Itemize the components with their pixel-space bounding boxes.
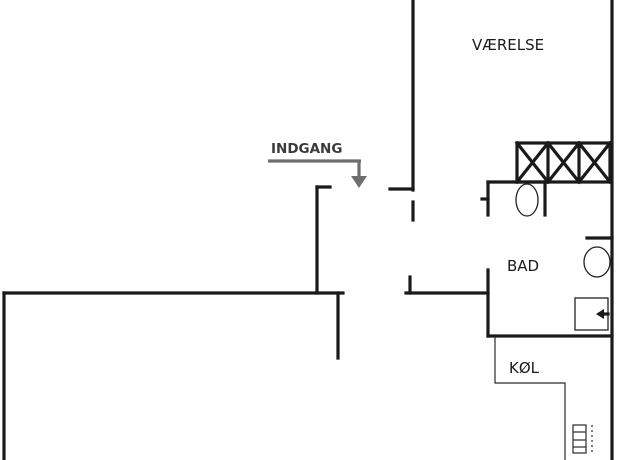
toilet-icon	[515, 183, 539, 217]
window-grille-cross-2b	[545, 140, 582, 185]
window-grille-cross-3b	[576, 140, 613, 185]
bathroom-fixtures	[515, 183, 611, 331]
shower-valve-icon	[596, 309, 604, 319]
main-room-walls	[2, 291, 345, 460]
entrance-walls	[315, 185, 490, 295]
kitchen-outline	[494, 336, 593, 460]
arrow-down-icon	[351, 176, 367, 188]
bedroom-walls	[388, 0, 614, 460]
bathroom-walls	[480, 180, 614, 338]
room-label-kitchen: KØL	[509, 359, 540, 377]
entrance-label: INDGANG	[271, 141, 342, 157]
window-grille-frame	[515, 141, 612, 184]
room-label-bathroom: BAD	[507, 257, 539, 275]
window-grille	[514, 140, 613, 185]
kitchen-counter-line	[494, 336, 566, 460]
sink-icon	[583, 246, 611, 278]
entrance-arrow	[268, 159, 367, 188]
window-grille-cross-1b	[514, 140, 551, 185]
room-label-bedroom: VÆRELSE	[472, 36, 544, 54]
kitchen-appliance-icon	[572, 424, 587, 454]
